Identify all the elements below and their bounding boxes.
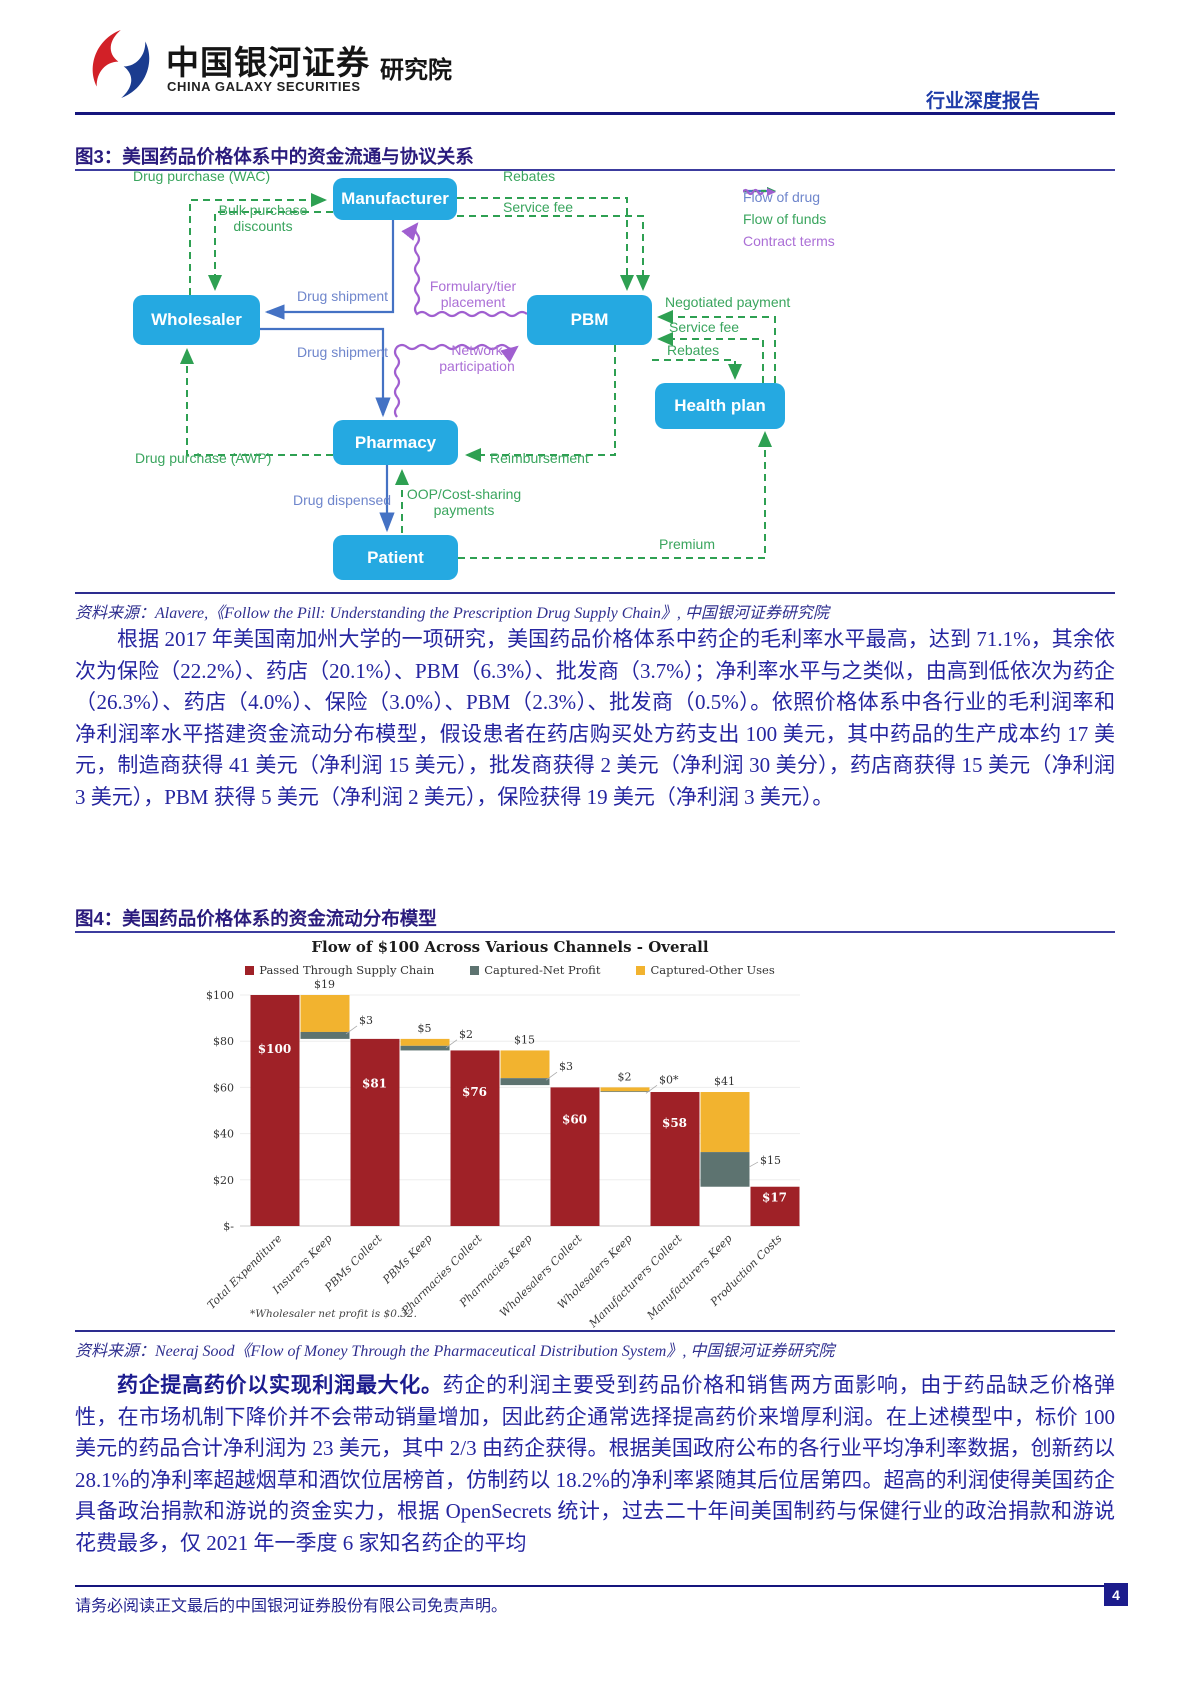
edge-label-premium: Premium: [659, 536, 716, 552]
legend-item-other: Captured-Other Uses: [636, 963, 775, 977]
body-paragraph-2: 药企提高药价以实现利润最大化。药企的利润主要受到药品价格和销售两方面影响，由于药…: [75, 1370, 1115, 1559]
chart-title: Flow of $100 Across Various Channels - O…: [311, 938, 709, 956]
svg-text:$76: $76: [462, 1085, 487, 1099]
edge-label-drug-purchase-wac: Drug purchase (WAC): [133, 168, 271, 184]
legend-label: Captured-Other Uses: [650, 963, 775, 977]
edge-label-drug-dispensed: Drug dispensed: [293, 492, 392, 508]
svg-text:$100: $100: [206, 989, 234, 1002]
svg-text:$58: $58: [662, 1116, 687, 1130]
svg-text:$2: $2: [618, 1070, 632, 1083]
svg-text:$-: $-: [223, 1220, 234, 1233]
legend-row-flow-of-funds: Flow of funds: [743, 187, 835, 230]
edge-label-rebates-top: Rebates: [503, 168, 556, 184]
fig4-title-rule: [75, 931, 1115, 933]
legend-item-profit: Captured-Net Profit: [470, 963, 600, 977]
fig3-source: 资料来源：Alavere,《Follow the Pill: Understan…: [75, 592, 1115, 623]
node-pharmacy: Pharmacy: [333, 420, 458, 465]
galaxy-logo-icon: [92, 30, 150, 98]
fig4-title: 图4：美国药品价格体系的资金流动分布模型: [75, 908, 437, 929]
svg-text:Manufacturers Keep: Manufacturers Keep: [644, 1232, 735, 1323]
footer-disclaimer: 请务必阅读正文最后的中国银河证券股份有限公司免责声明。: [75, 1598, 508, 1615]
report-type-label: 行业深度报告: [925, 91, 1040, 112]
node-wholesaler: Wholesaler: [133, 295, 260, 345]
brand-dept: 研究院: [380, 57, 452, 84]
fig3-title: 图3：美国药品价格体系中的资金流通与协议关系: [75, 146, 474, 167]
footer-divider: [75, 1585, 1115, 1587]
svg-text:Total Expenditure: Total Expenditure: [205, 1232, 285, 1312]
edge-label-oop: OOP/Cost-sharing payments: [406, 486, 522, 518]
svg-text:$20: $20: [213, 1174, 234, 1187]
legend-swatch: [245, 965, 255, 975]
fig3-legend: Flow of drug Flow of funds Contract term…: [743, 186, 835, 252]
fig3-flow-diagram: Manufacturer Wholesaler PBM Health plan …: [75, 168, 1115, 592]
edge-label-reimbursement: Reimbursement: [490, 450, 589, 466]
legend-label: Flow of funds: [743, 211, 827, 227]
fig3-title-rule: [75, 169, 1115, 171]
svg-text:$0*: $0*: [659, 1073, 679, 1086]
wavy-arrow-icon: [743, 188, 776, 196]
svg-text:$100: $100: [258, 1042, 291, 1056]
page-number-badge: 4: [1104, 1583, 1128, 1606]
legend-item-pass: Passed Through Supply Chain: [245, 963, 434, 977]
legend-swatch: [636, 965, 646, 975]
svg-text:*Wholesaler net profit is $0.3: *Wholesaler net profit is $0.32.: [250, 1308, 417, 1320]
edge-label-drug-shipment-2: Drug shipment: [297, 344, 389, 360]
svg-text:$81: $81: [362, 1077, 387, 1091]
edge-label-negotiated-payment: Negotiated payment: [665, 294, 791, 310]
svg-text:$17: $17: [762, 1191, 787, 1205]
svg-text:PBMs Keep: PBMs Keep: [380, 1232, 435, 1287]
node-patient: Patient: [333, 535, 458, 580]
legend-label: Passed Through Supply Chain: [259, 963, 435, 977]
legend-swatch: [470, 965, 480, 975]
legend-label: Contract terms: [743, 233, 835, 249]
svg-text:Manufacturers Collect: Manufacturers Collect: [586, 1232, 685, 1331]
svg-text:$41: $41: [714, 1075, 735, 1088]
legend-label: Captured-Net Profit: [484, 963, 601, 977]
svg-text:$3: $3: [559, 1060, 573, 1073]
node-pbm: PBM: [527, 295, 652, 345]
svg-text:$19: $19: [314, 978, 335, 991]
edge-label-drug-purchase-awp: Drug purchase (AWP): [135, 450, 272, 466]
body-paragraph-1: 根据 2017 年美国南加州大学的一项研究，美国药品价格体系中药企的毛利率水平最…: [75, 627, 1115, 809]
svg-text:$40: $40: [213, 1128, 234, 1141]
brand-name-cn: 中国银河证券: [166, 44, 370, 81]
svg-text:$15: $15: [760, 1154, 781, 1167]
fig4-waterfall-chart: Flow of $100 Across Various Channels - O…: [200, 938, 820, 1331]
legend-row-contract-terms: Contract terms: [743, 188, 835, 252]
svg-text:$60: $60: [562, 1112, 587, 1126]
edge-label-formulary: Formulary/tier placement: [429, 278, 517, 310]
node-health-plan: Health plan: [655, 383, 785, 429]
paragraph-lead: 药企提高药价以实现利润最大化。: [117, 1373, 443, 1397]
flow-arrows-layer: [180, 193, 776, 559]
edge-label-rebates-right: Rebates: [667, 342, 720, 358]
brand-name-en: CHINA GALAXY SECURITIES: [167, 79, 361, 94]
paragraph-body: 药企的利润主要受到药品价格和销售两方面影响，由于药品缺乏价格弹性，在市场机制下降…: [75, 1373, 1116, 1555]
svg-text:$2: $2: [459, 1028, 473, 1041]
header-divider: [75, 112, 1115, 115]
edge-label-network-participation: Network participation: [439, 342, 515, 374]
svg-text:$15: $15: [514, 1033, 535, 1046]
fig4-source: 资料来源：Neeraj Sood《Flow of Money Through t…: [75, 1330, 1115, 1361]
node-manufacturer: Manufacturer: [333, 178, 457, 220]
svg-text:$5: $5: [418, 1022, 432, 1035]
svg-text:$80: $80: [213, 1035, 234, 1048]
edge-label-drug-shipment-1: Drug shipment: [297, 288, 389, 304]
svg-text:$3: $3: [359, 1014, 373, 1027]
svg-text:Wholesalers Collect: Wholesalers Collect: [497, 1232, 585, 1320]
edge-label-service-fee-top: Service fee: [503, 199, 574, 215]
svg-text:$60: $60: [213, 1081, 234, 1094]
edge-label-service-fee-right: Service fee: [669, 319, 740, 335]
edge-label-bulk-discounts: Bulk purchase discounts: [218, 202, 308, 234]
chart-legend: Passed Through Supply Chain Captured-Net…: [200, 963, 820, 977]
